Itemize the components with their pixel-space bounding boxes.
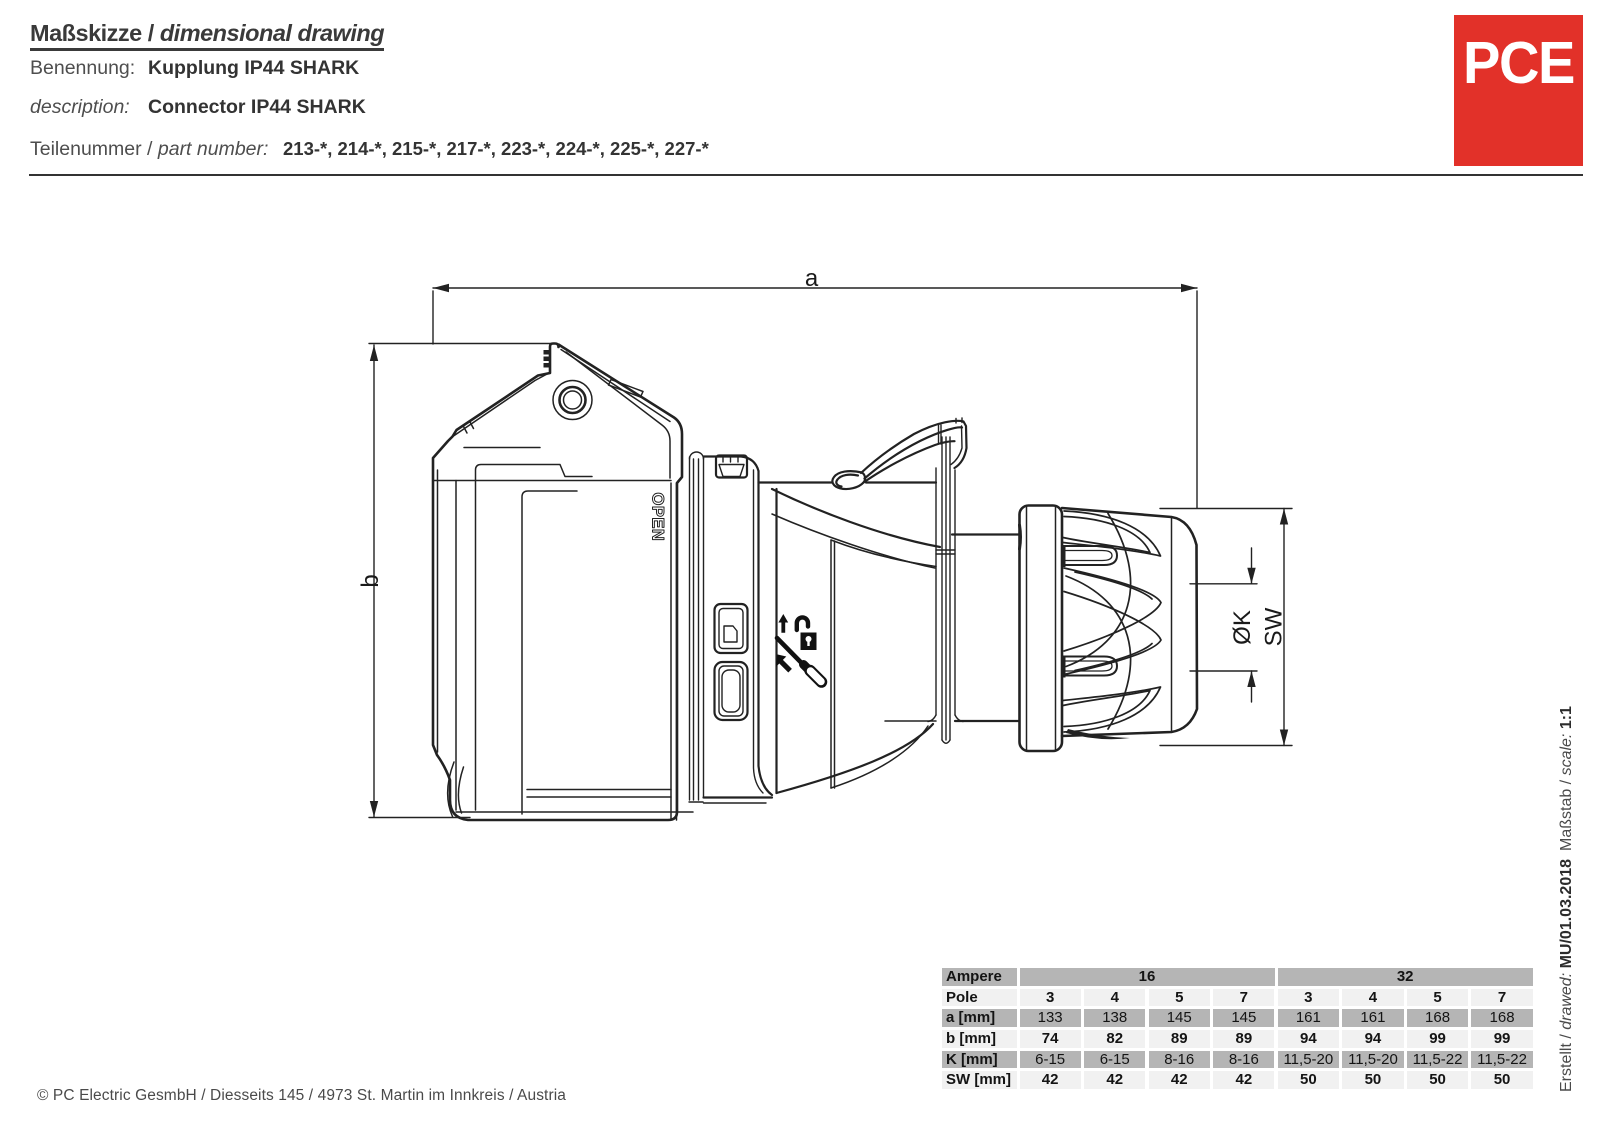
- svg-text:ØK: ØK: [1229, 610, 1256, 645]
- svg-text:OPEN: OPEN: [649, 493, 667, 542]
- svg-text:b: b: [357, 574, 384, 587]
- svg-text:a: a: [805, 265, 819, 292]
- svg-text:SW: SW: [1261, 607, 1288, 646]
